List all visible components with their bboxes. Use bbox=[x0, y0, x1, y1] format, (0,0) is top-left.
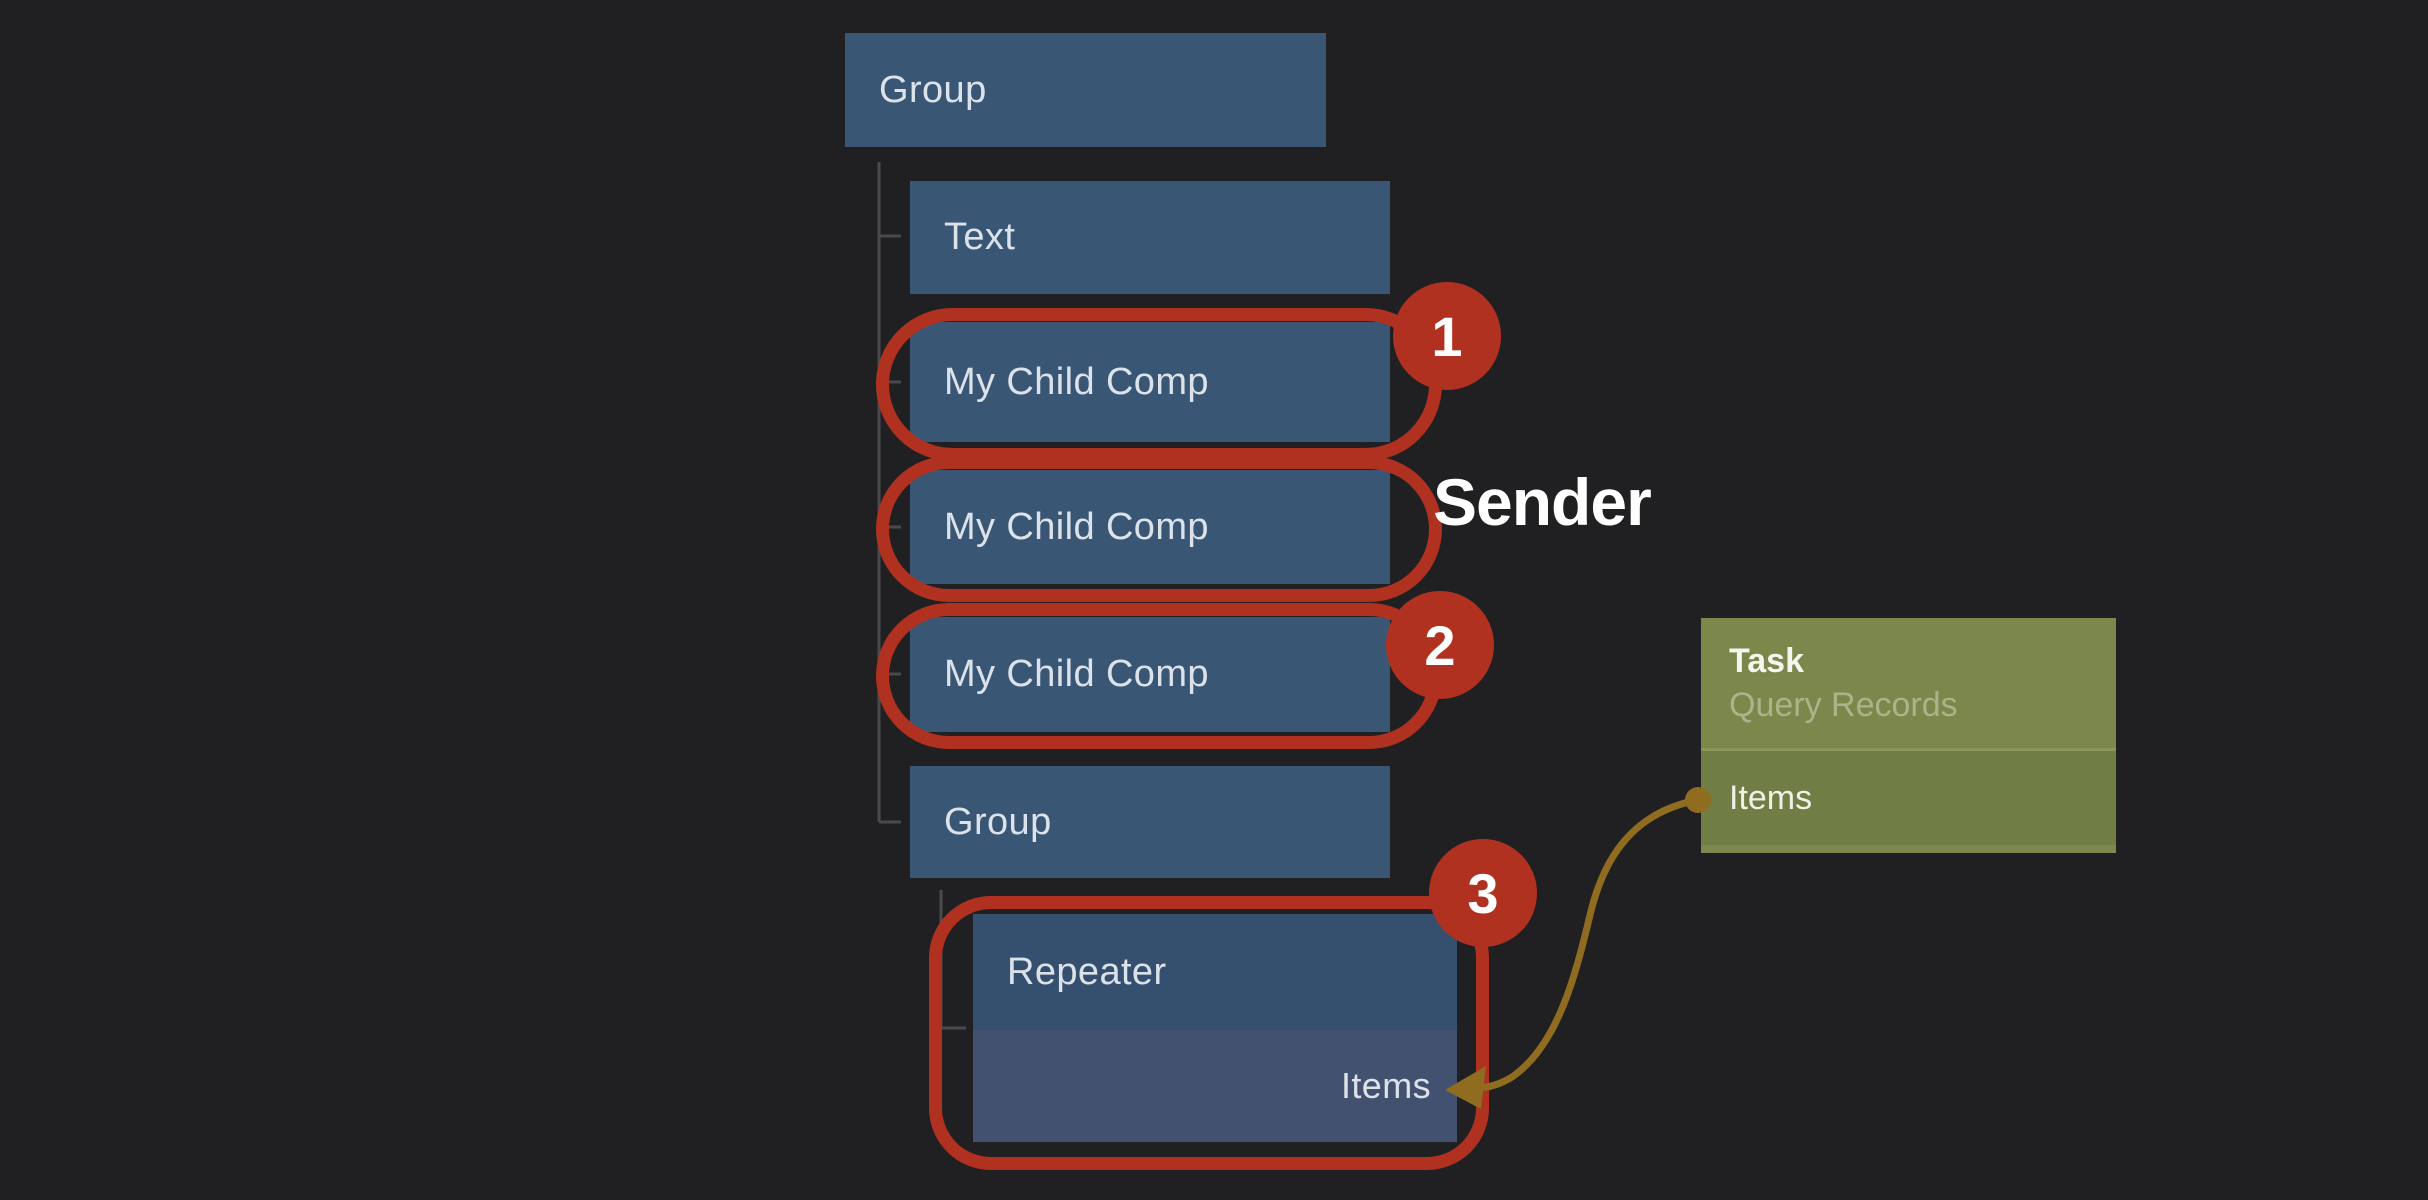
tree-node-label: My Child Comp bbox=[944, 653, 1209, 695]
callout-badge-3: 3 bbox=[1429, 839, 1537, 947]
callout-badge-2: 2 bbox=[1386, 591, 1494, 699]
badge-number: 3 bbox=[1467, 861, 1499, 925]
tree-node-my-child-comp-3[interactable]: My Child Comp bbox=[910, 617, 1390, 732]
repeater-items-label: Items bbox=[1340, 1065, 1431, 1106]
callout-ring-3 bbox=[929, 896, 1489, 1170]
tree-node-label: Repeater bbox=[1007, 950, 1167, 993]
tree-node-label: Group bbox=[944, 800, 1052, 843]
tree-node-my-child-comp-1[interactable]: My Child Comp bbox=[910, 322, 1390, 442]
badge-number: 2 bbox=[1424, 613, 1456, 677]
task-subtitle: Query Records bbox=[1729, 686, 1958, 724]
tree-node-label: Text bbox=[944, 216, 1016, 258]
task-card-header: Task Query Records bbox=[1701, 618, 2116, 751]
tree-node-label: My Child Comp bbox=[944, 505, 1209, 548]
callout-ring-1 bbox=[876, 308, 1442, 461]
tree-node-repeater[interactable]: Repeater Items bbox=[973, 914, 1457, 1142]
tree-node-group-nested[interactable]: Group bbox=[910, 766, 1390, 878]
badge-number: 1 bbox=[1431, 304, 1463, 368]
task-card[interactable]: Task Query Records Items bbox=[1701, 618, 2116, 856]
tree-node-label: Group bbox=[879, 68, 987, 111]
tree-node-text[interactable]: Text bbox=[910, 181, 1390, 294]
sender-annotation-label: Sender bbox=[1433, 465, 1652, 539]
task-items-label: Items bbox=[1729, 778, 1813, 817]
callout-ring-2 bbox=[876, 603, 1442, 749]
task-title: Task bbox=[1729, 642, 1804, 680]
task-items-output-row[interactable]: Items bbox=[1701, 751, 2116, 853]
callout-badge-1: 1 bbox=[1393, 282, 1501, 390]
repeater-items-input-row[interactable]: Items bbox=[973, 1030, 1457, 1142]
tree-node-label: My Child Comp bbox=[944, 360, 1209, 403]
callout-ring-sender bbox=[876, 456, 1442, 602]
tree-node-my-child-comp-2[interactable]: My Child Comp bbox=[910, 470, 1390, 584]
tree-node-group[interactable]: Group bbox=[845, 33, 1326, 147]
repeater-title-row: Repeater bbox=[973, 914, 1457, 1030]
